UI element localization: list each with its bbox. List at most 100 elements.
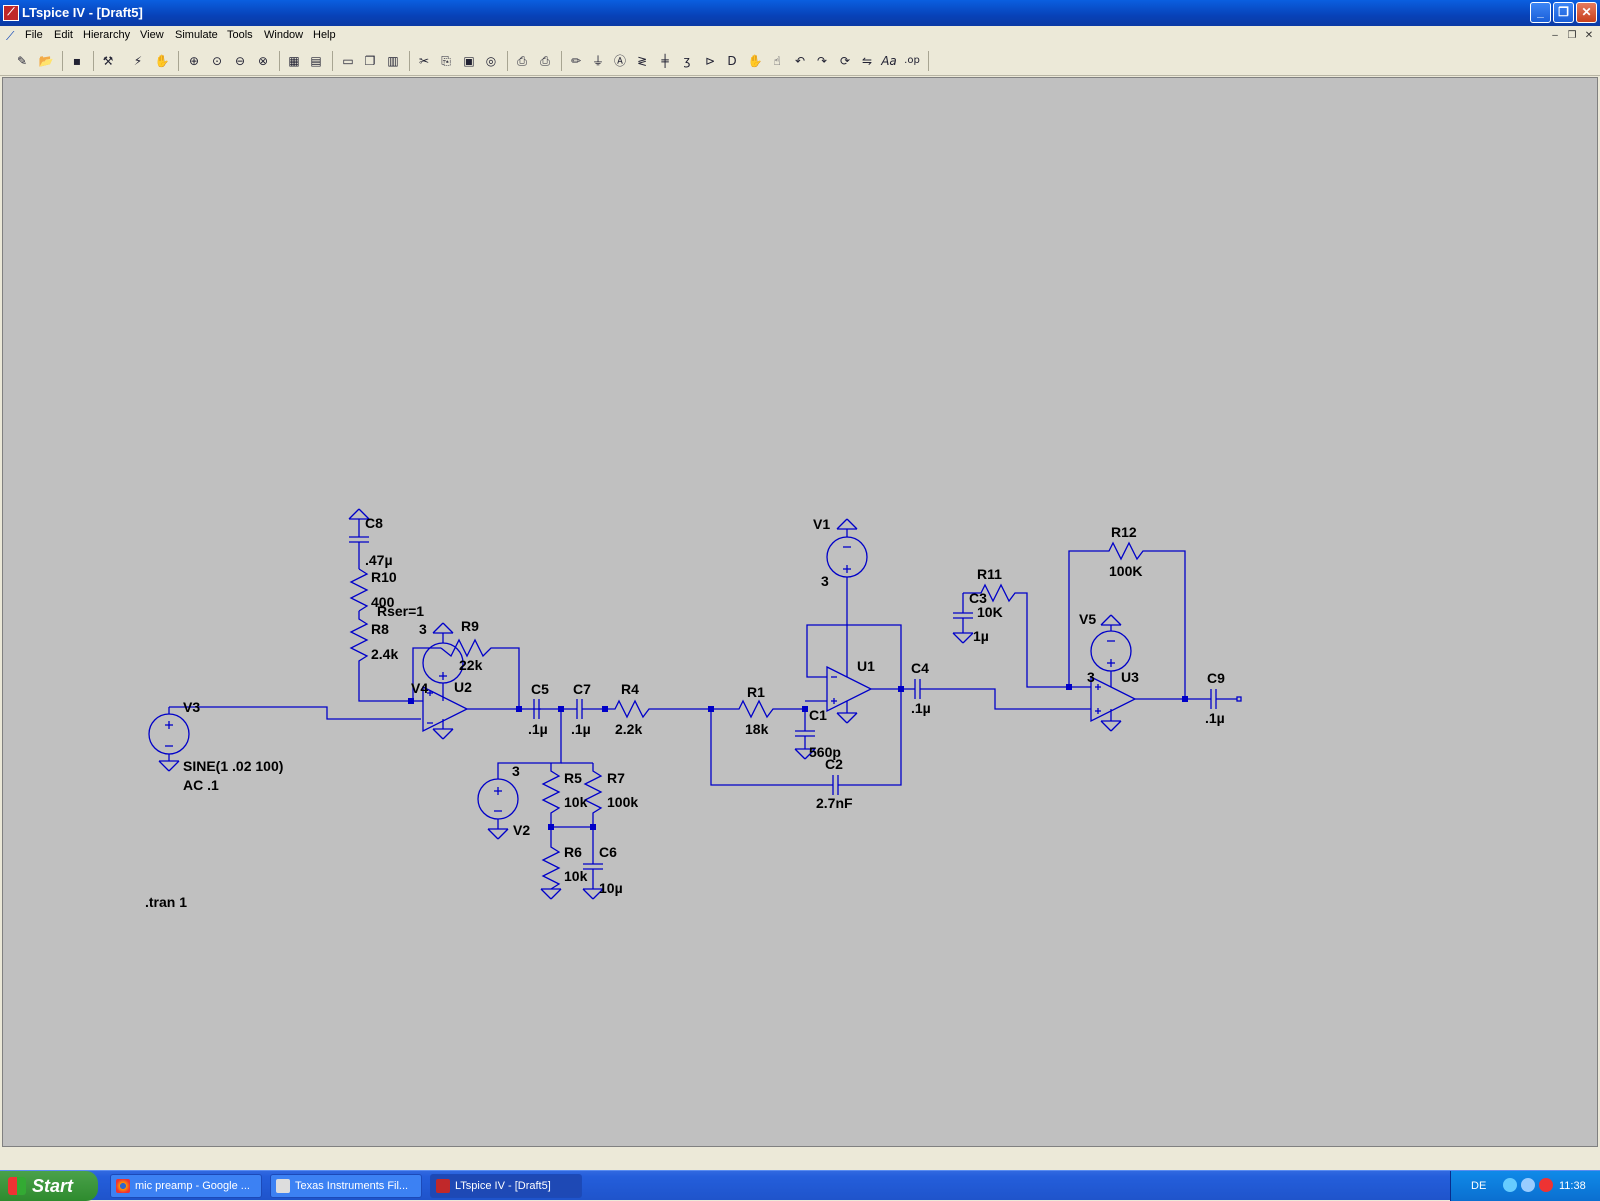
pan-icon[interactable]: ⊙ — [211, 54, 223, 68]
network-icon[interactable] — [1503, 1178, 1517, 1192]
cascade-icon[interactable]: ❐ — [364, 54, 376, 68]
menu-edit[interactable]: Edit — [54, 29, 73, 41]
mirror-icon[interactable]: ⇋ — [861, 54, 873, 68]
menu-tools[interactable]: Tools — [227, 29, 253, 41]
label-r12: R12 — [1111, 524, 1137, 540]
label-net-icon[interactable]: Ⓐ — [613, 54, 626, 68]
zoom-fit-icon[interactable]: ⊗ — [257, 54, 269, 68]
resistor-r1[interactable] — [711, 699, 805, 719]
find-icon[interactable]: ◎ — [485, 54, 497, 68]
menu-simulate[interactable]: Simulate — [175, 29, 218, 41]
tile-vertical-icon[interactable]: ▥ — [387, 54, 399, 68]
print-setup-icon[interactable]: ⎙ — [517, 54, 527, 68]
grid-icon[interactable]: ▤ — [310, 54, 322, 68]
label-c6: C6 — [599, 844, 617, 860]
menu-view[interactable]: View — [140, 29, 164, 41]
taskbar-item-chrome[interactable]: mic preamp - Google ... — [110, 1174, 262, 1198]
redo-icon[interactable]: ↷ — [816, 54, 828, 68]
source-v1[interactable] — [826, 518, 868, 578]
autoscale-icon[interactable]: ▦ — [288, 54, 300, 68]
opamp-u1[interactable] — [826, 577, 873, 724]
minimize-icon[interactable]: _ — [1530, 2, 1551, 23]
resistor-r11[interactable] — [963, 583, 1069, 688]
label-r4: R4 — [621, 681, 639, 697]
undo-icon[interactable]: ↶ — [794, 54, 806, 68]
resistor-r4[interactable] — [607, 699, 711, 719]
capacitor-c1[interactable] — [794, 709, 816, 760]
resistor-r10[interactable] — [349, 568, 369, 612]
opamp-u2[interactable] — [422, 683, 469, 740]
mdi-minimize-icon[interactable]: – — [1552, 30, 1558, 41]
diode-icon[interactable]: ⊳ — [704, 54, 716, 68]
label-c4: C4 — [911, 660, 929, 676]
component-icon[interactable]: D — [727, 54, 737, 68]
label-r6: R6 — [564, 844, 582, 860]
label-r10-value: 400 — [371, 594, 395, 610]
new-schematic-icon[interactable]: ✎ — [16, 54, 28, 68]
rotate-icon[interactable]: ⟳ — [839, 54, 851, 68]
restore-icon[interactable]: ❐ — [1553, 2, 1574, 23]
taskbar-item-ltspice[interactable]: LTspice IV - [Draft5] — [430, 1174, 582, 1198]
volume-icon[interactable] — [1521, 1178, 1535, 1192]
label-c9-value: .1µ — [1205, 710, 1225, 726]
capacitor-c4[interactable] — [914, 679, 921, 699]
capacitor-c8[interactable] — [348, 508, 370, 569]
spice-directive-icon[interactable]: .op — [904, 55, 920, 66]
mdi-close-icon[interactable]: ✕ — [1584, 30, 1594, 41]
capacitor-c6[interactable] — [582, 827, 604, 900]
copy-icon[interactable]: ⎘ — [441, 54, 451, 68]
menu-hierarchy[interactable]: Hierarchy — [83, 29, 131, 41]
draw-wire-icon[interactable]: ✏ — [570, 54, 582, 68]
resistor-r8[interactable] — [349, 611, 411, 702]
capacitor-c9[interactable] — [1210, 689, 1242, 709]
source-v5[interactable] — [1090, 614, 1132, 687]
schematic-drawing[interactable]: V3 SINE(1 .02 100) AC .1 V4 C8 .47µ R10 … — [3, 78, 1597, 1146]
inductor-icon[interactable]: ʒ — [683, 54, 691, 68]
start-button[interactable]: Start — [0, 1171, 98, 1201]
run-icon[interactable]: ⚡ — [133, 54, 143, 68]
mdi-restore-icon[interactable]: ❐ — [1567, 30, 1577, 41]
antivirus-icon[interactable] — [1539, 1178, 1553, 1192]
menu-window[interactable]: Window — [264, 29, 304, 41]
capacitor-c3[interactable] — [952, 593, 974, 644]
text-icon[interactable]: Aa — [881, 54, 897, 68]
resistor-r5[interactable] — [541, 763, 561, 827]
capacitor-c2[interactable] — [832, 775, 839, 795]
resistor-r12[interactable] — [1101, 541, 1186, 699]
document-icon[interactable]: ⟋ — [6, 29, 15, 43]
move-icon[interactable]: ✋ — [747, 54, 763, 68]
tile-horizontal-icon[interactable]: ▭ — [342, 54, 354, 68]
save-icon[interactable]: ▪ — [72, 54, 82, 68]
open-icon[interactable]: 📂 — [38, 54, 54, 68]
resistor-r9[interactable] — [440, 638, 520, 709]
ltspice-app-icon[interactable]: ⟋ — [3, 5, 19, 21]
halt-icon[interactable]: ✋ — [154, 54, 170, 68]
close-icon[interactable]: ✕ — [1576, 2, 1597, 23]
language-indicator[interactable]: DE — [1471, 1180, 1487, 1192]
control-panel-icon[interactable]: ⚒ — [102, 54, 114, 68]
resistor-r7[interactable] — [583, 763, 603, 827]
zoom-out-icon[interactable]: ⊖ — [234, 54, 246, 68]
source-v3[interactable] — [148, 707, 190, 772]
taskbar-item-ti-filter[interactable]: Texas Instruments Fil... — [270, 1174, 422, 1198]
resistor-r6[interactable] — [541, 827, 561, 890]
drag-icon[interactable]: ☝ — [773, 54, 781, 68]
source-v4[interactable] — [422, 622, 464, 684]
toolbar: ✎ 📂 ▪ ⚒ ⚡ ✋ ⊕ ⊙ ⊖ ⊗ ▦ ▤ ▭ ❐ ▥ ✂ ⎘ ▣ ◎ ⎙ … — [0, 46, 1600, 76]
label-r9: R9 — [461, 618, 479, 634]
paste-icon[interactable]: ▣ — [463, 54, 475, 68]
spice-directive[interactable]: .tran 1 — [145, 894, 187, 910]
resistor-icon[interactable]: ≷ — [636, 54, 648, 68]
ground-icon[interactable]: ⏚ — [591, 54, 604, 68]
cut-icon[interactable]: ✂ — [418, 54, 430, 68]
label-c7: C7 — [573, 681, 591, 697]
menu-help[interactable]: Help — [313, 29, 336, 41]
capacitor-icon[interactable]: ╪ — [661, 54, 669, 68]
source-v2[interactable] — [477, 762, 549, 840]
opamp-u3[interactable] — [1090, 675, 1137, 732]
print-icon[interactable]: ⎙ — [540, 54, 550, 68]
menu-file[interactable]: File — [25, 29, 43, 41]
schematic-canvas[interactable]: V3 SINE(1 .02 100) AC .1 V4 C8 .47µ R10 … — [2, 77, 1598, 1147]
zoom-in-icon[interactable]: ⊕ — [188, 54, 200, 68]
capacitor-c7[interactable] — [576, 699, 583, 719]
